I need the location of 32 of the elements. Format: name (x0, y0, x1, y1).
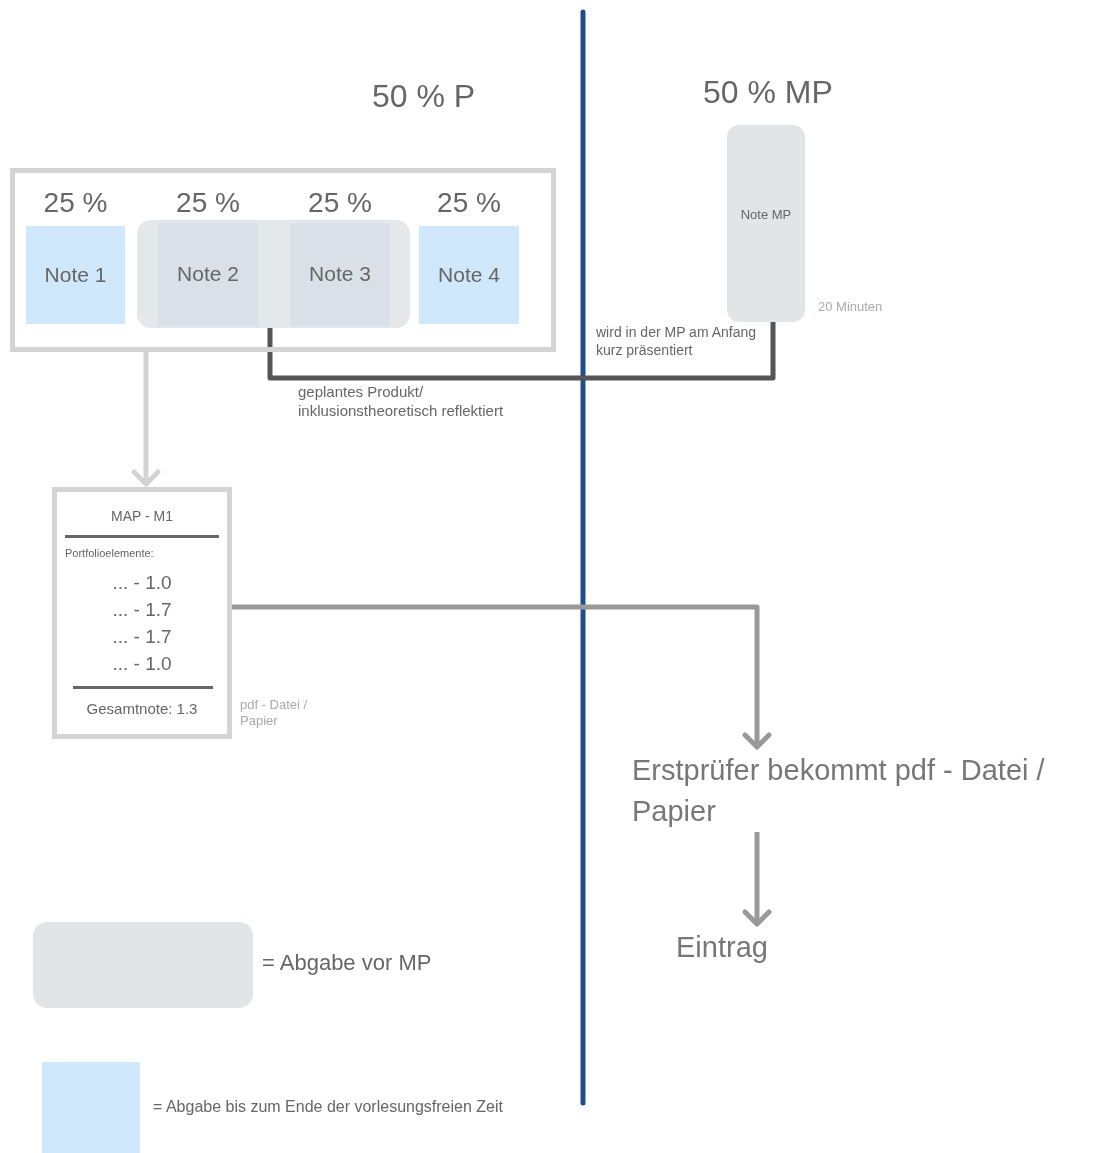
side-note: 20 Minuten (818, 299, 884, 316)
grade-box: Note 3 (290, 223, 390, 326)
arrow (742, 832, 772, 927)
grade-row-text: ... - 1.0 (111, 571, 173, 595)
arrow (131, 352, 161, 487)
step-text: Erstprüfer bekommt pdf - Datei / Papier (632, 750, 1107, 832)
group-frame (10, 168, 556, 352)
legend-text: = Abgabe vor MP (262, 949, 432, 977)
percentage-label: 25 % (175, 186, 241, 220)
step-text: Eintrag (676, 927, 786, 969)
document-title: MAP - M1 (110, 508, 174, 526)
grade-row-text: ... - 1.7 (111, 625, 173, 649)
column-heading: 50 % MP (703, 73, 834, 112)
document-card (52, 487, 232, 739)
legend-text: = Abgabe bis zum Ende der vorlesungsfreien Zeit (153, 1097, 503, 1117)
arrow (232, 604, 772, 750)
side-note: pdf - Datei / Papier (240, 697, 309, 730)
section-label: Portfolioelemente: (65, 547, 154, 561)
column-heading: 50 % P (372, 77, 477, 116)
percentage-label: 25 % (42, 186, 109, 220)
grade-box: Note 2 (158, 223, 258, 326)
percentage-label: 25 % (436, 186, 502, 220)
percentage-label: 25 % (307, 186, 373, 220)
grade-row-text: ... - 1.7 (111, 598, 173, 622)
connector-line (267, 322, 776, 381)
exam-box (727, 125, 805, 322)
note-text: wird in der MP am Anfang kurz präsentiert (596, 324, 758, 359)
grade-box: Note 4 (419, 226, 519, 324)
grade-label: Note MP (739, 207, 793, 224)
grade-box: Note 1 (26, 226, 125, 324)
total-grade: Gesamtnote: 1.3 (85, 700, 199, 719)
grade-row-text: ... - 1.0 (111, 652, 173, 676)
